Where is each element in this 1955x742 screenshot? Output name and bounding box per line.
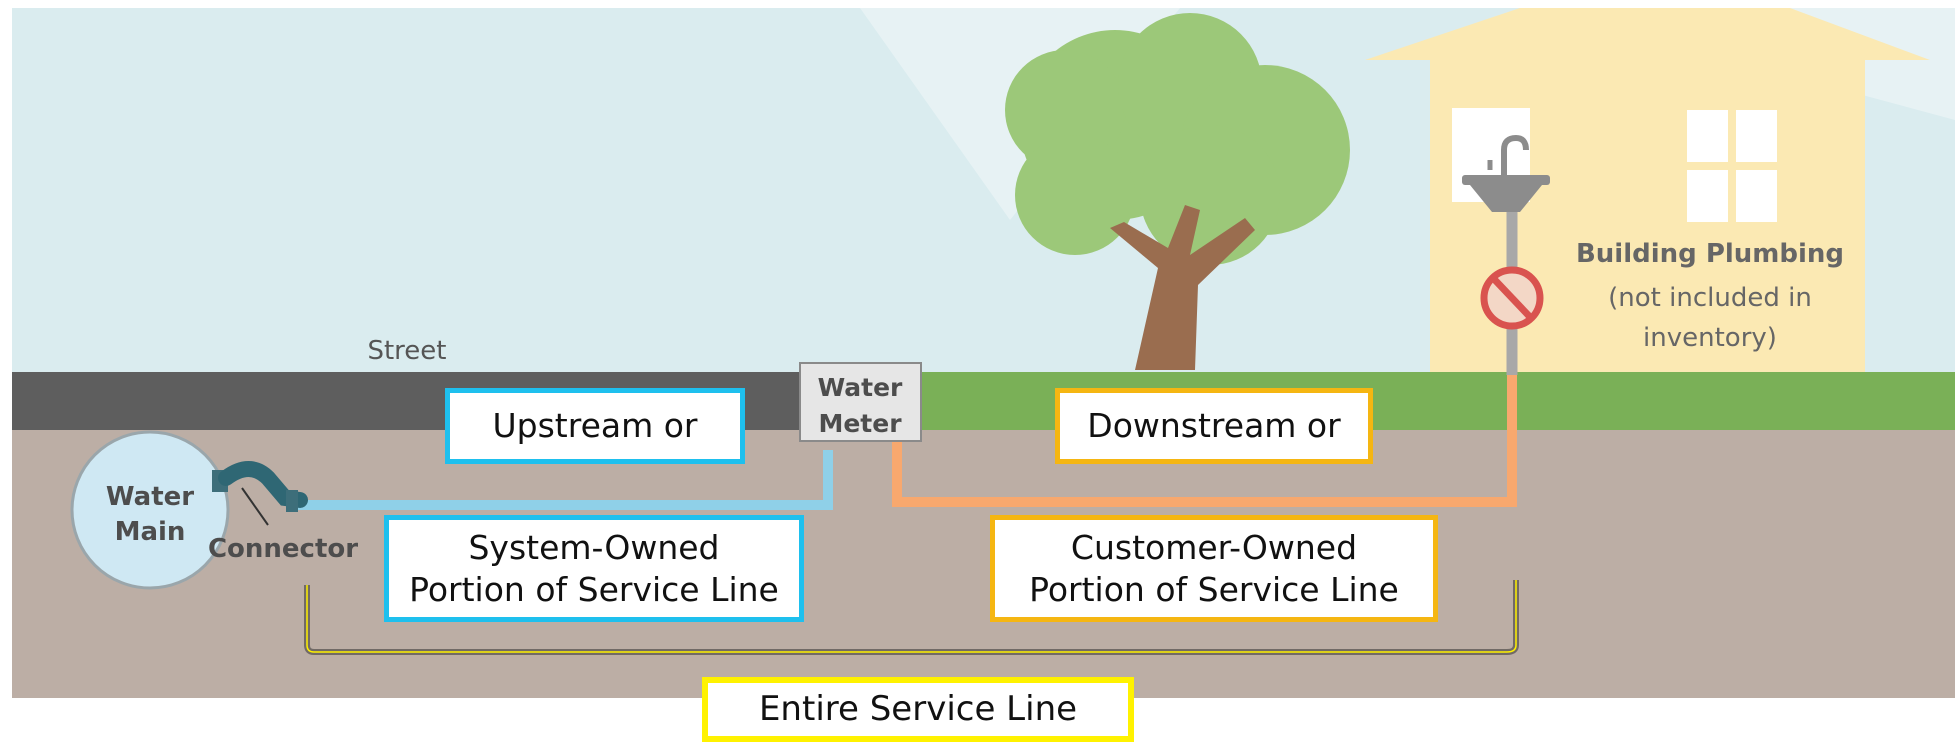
water-main-label: Water — [106, 482, 194, 512]
connector-label: Connector — [208, 534, 358, 564]
water-meter: Water Meter — [799, 362, 922, 442]
building-plumbing-title: Building Plumbing — [1576, 239, 1844, 269]
sink-icon — [1462, 134, 1550, 212]
customer-owned-line2: Portion of Service Line — [1029, 569, 1399, 609]
system-owned-callout: System-Owned Portion of Service Line — [384, 515, 804, 622]
customer-owned-callout: Customer-Owned Portion of Service Line — [990, 515, 1438, 622]
water-meter-label: Water — [818, 373, 903, 402]
customer-owned-line1: Customer-Owned — [1070, 528, 1358, 568]
street-label: Street — [367, 336, 446, 366]
soil — [12, 430, 1955, 698]
house-icon — [1365, 8, 1930, 380]
no-symbol-icon — [1480, 266, 1544, 330]
system-owned-pipe — [295, 450, 833, 510]
tree-icon — [1005, 13, 1350, 370]
water-main: Water Main — [70, 430, 230, 590]
upstream-callout: Upstream or — [445, 388, 745, 464]
water-main-label: Main — [115, 517, 186, 547]
system-owned-line2: Portion of Service Line — [409, 569, 779, 609]
customer-owned-pipe — [892, 372, 1517, 507]
building-plumbing-note: (not included in — [1608, 283, 1812, 313]
system-owned-line1: System-Owned — [468, 528, 720, 568]
connector-icon — [212, 461, 308, 526]
downstream-callout: Downstream or — [1055, 388, 1373, 464]
entire-service-line-callout: Entire Service Line — [702, 677, 1134, 742]
water-meter-label: Meter — [818, 409, 902, 438]
building-plumbing-note: inventory) — [1643, 323, 1777, 353]
